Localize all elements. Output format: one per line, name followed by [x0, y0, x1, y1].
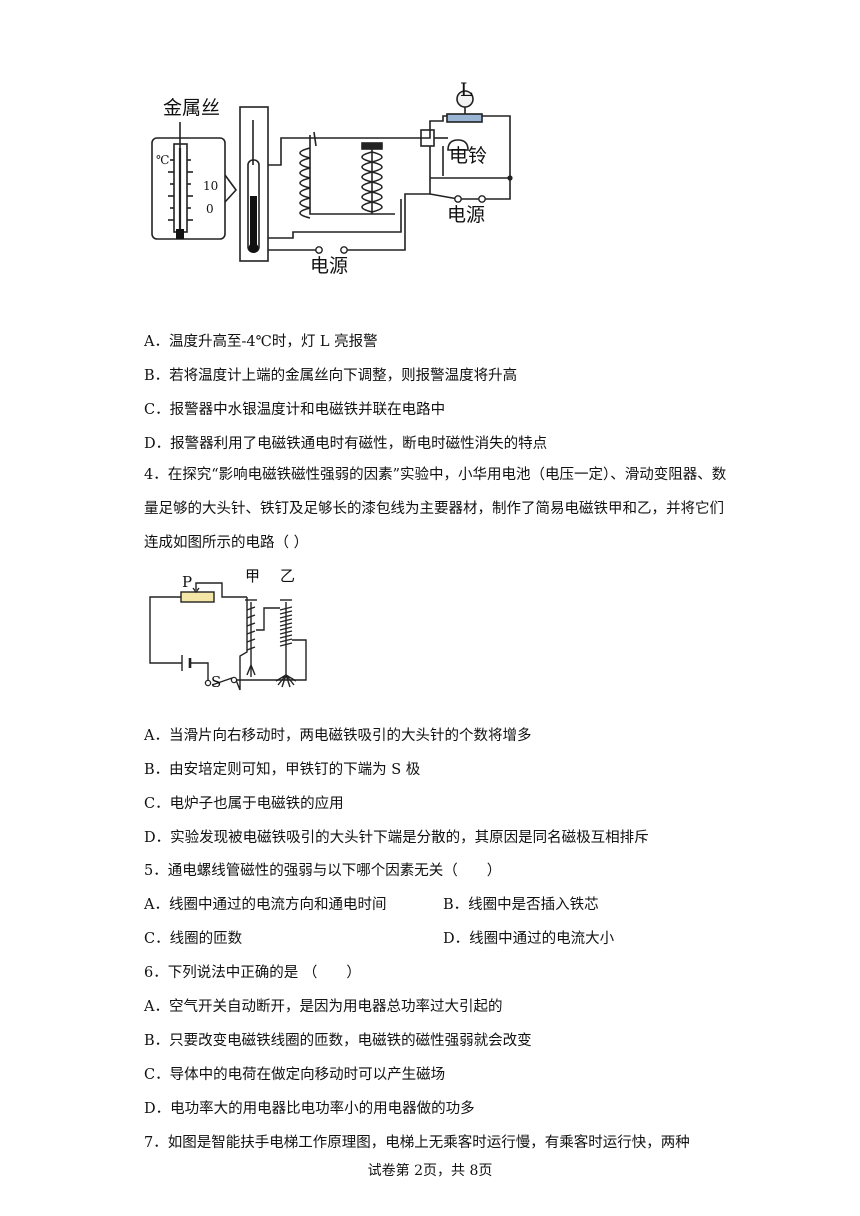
q4-option-b: B．由安培定则可知，甲铁钉的下端为 S 极 — [144, 762, 421, 778]
q6-option-b: B．只要改变电磁铁线圈的匝数，电磁铁的磁性强弱就会改变 — [144, 1033, 532, 1049]
q3-option-a: A．温度升高至-4℃时，灯 L 亮报警 — [144, 334, 378, 350]
label-metal-wire: 金属丝 — [163, 97, 221, 119]
q6-option-c: C．导体中的电荷在做定向移动时可以产生磁场 — [144, 1067, 446, 1083]
label-power-bottom: 电源 — [310, 255, 349, 277]
label-power-right: 电源 — [447, 204, 486, 226]
label-lamp-L: L — [460, 79, 473, 101]
q4-option-c: C．电炉子也属于电磁铁的应用 — [144, 796, 344, 812]
q3-option-d: D．报警器利用了电磁铁通电时有磁性，断电时磁性消失的特点 — [144, 436, 548, 452]
label-electric-bell: 电铃 — [449, 145, 488, 167]
q6-option-a: A．空气开关自动断开，是因为用电器总功率过大引起的 — [144, 999, 503, 1015]
q3-option-c: C．报警器中水银温度计和电磁铁并联在电路中 — [144, 402, 446, 418]
label-slider-P: P — [182, 573, 193, 591]
label-switch-S: S — [211, 673, 222, 691]
label-nail-yi: 乙 — [280, 567, 296, 585]
q6-option-d: D．电功率大的用电器比电功率小的用电器做的功多 — [144, 1101, 475, 1117]
q7-stem: 7．如图是智能扶手电梯工作原理图，电梯上无乘客时运行慢，有乘客时运行快，两种 — [144, 1135, 690, 1151]
q5-option-c: C．线圈的匝数 — [144, 931, 243, 947]
q5-option-a: A．线圈中通过的电流方向和通电时间 — [144, 897, 387, 913]
q5-option-b: B．线圈中是否插入铁芯 — [443, 897, 599, 913]
q4-stem: 4．在探究“影响电磁铁磁性强弱的因素”实验中，小华用电池（电压一定）、滑动变阻器… — [144, 467, 727, 551]
electromagnet-circuit-diagram — [149, 582, 307, 691]
page-footer: 试卷第 2页，共 8页 — [367, 1163, 493, 1179]
q5-option-d: D．线圈中通过的电流大小 — [443, 931, 615, 947]
q4-option-d: D．实验发现被电磁铁吸引的大头针下端是分散的，其原因是同名磁极互相排斥 — [144, 830, 649, 846]
q5-stem: 5．通电螺线管磁性的强弱与以下哪个因素无关（ ） — [144, 863, 502, 879]
label-scale-0: 0 — [206, 202, 214, 216]
label-celsius: ℃ — [156, 153, 170, 167]
thermometer-callout — [151, 137, 226, 240]
thermometer-board — [239, 106, 269, 262]
q3-option-b: B．若将温度计上端的金属丝向下调整，则报警温度将升高 — [144, 368, 518, 384]
alarm-circuit-diagram — [151, 90, 513, 262]
q4-option-a: A．当滑片向右移动时，两电磁铁吸引的大头针的个数将增多 — [144, 728, 532, 744]
label-nail-jia: 甲 — [245, 567, 261, 585]
q6-stem: 6．下列说法中正确的是 （ ） — [144, 965, 361, 981]
label-scale-10: 10 — [203, 179, 219, 193]
